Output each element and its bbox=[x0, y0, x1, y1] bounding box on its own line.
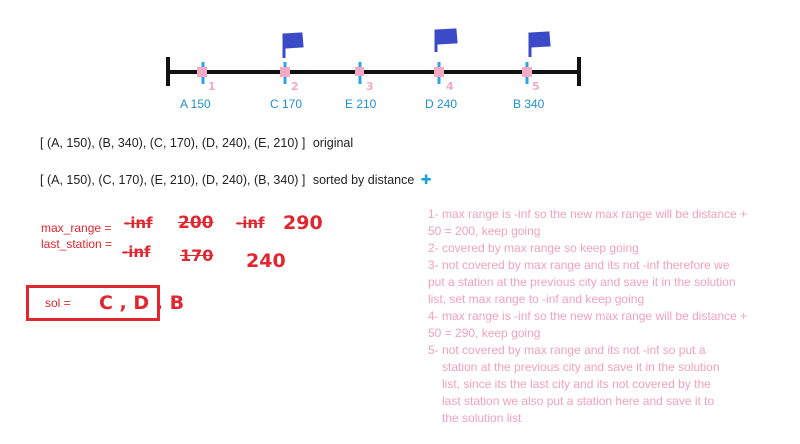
step-line: 3- not covered by max range and its not … bbox=[428, 258, 730, 272]
number-line: 1 2 3 4 5 bbox=[166, 28, 581, 93]
city-label-a: A 150 bbox=[180, 97, 211, 111]
city-label-e: E 210 bbox=[345, 97, 377, 111]
last-station-label: last_station = bbox=[41, 237, 113, 251]
city-point-d bbox=[434, 67, 444, 77]
tick-number-2: 2 bbox=[291, 80, 299, 93]
flag-icon bbox=[282, 32, 304, 58]
tick-number-5: 5 bbox=[532, 80, 540, 93]
tick-number-3: 3 bbox=[366, 80, 374, 93]
city-label-c: C 170 bbox=[270, 97, 303, 111]
step-line: 4- max range is -inf so the new max rang… bbox=[428, 309, 748, 323]
city-label-d: D 240 bbox=[425, 97, 458, 111]
tick-number-1: 1 bbox=[208, 80, 216, 93]
max-range-value-3: -inf bbox=[236, 214, 265, 232]
solution-label: sol = bbox=[45, 296, 71, 310]
step-line: put a station at the previous city and s… bbox=[428, 275, 736, 289]
max-range-label: max_range = bbox=[41, 221, 112, 235]
step-line: list, since its the last city and its no… bbox=[442, 377, 711, 391]
original-list-text: [ (A, 150), (B, 340), (C, 170), (D, 240)… bbox=[40, 136, 306, 150]
step-line: 2- covered by max range so keep going bbox=[428, 241, 639, 255]
max-range-value-2: 200 bbox=[178, 213, 214, 233]
step-line: 5- not covered by max range and its not … bbox=[428, 343, 706, 357]
step-line: 50 = 200, keep going bbox=[428, 224, 541, 238]
step-line: the solution list bbox=[442, 411, 522, 425]
solution-box: sol = C , D , B bbox=[26, 285, 184, 321]
city-point-a bbox=[197, 67, 207, 77]
max-range-value-1: -inf bbox=[124, 214, 153, 232]
original-list: [ (A, 150), (B, 340), (C, 170), (D, 240)… bbox=[40, 136, 353, 150]
explanation-steps: 1- max range is -inf so the new max rang… bbox=[428, 206, 788, 427]
city-point-c bbox=[280, 67, 290, 77]
sorted-list-text: [ (A, 150), (C, 170), (E, 210), (D, 240)… bbox=[40, 173, 306, 187]
last-station-value-2: 170 bbox=[180, 246, 214, 265]
tick-number-4: 4 bbox=[446, 80, 454, 93]
step-line: last station we also put a station here … bbox=[442, 394, 715, 408]
last-station-value-1: -inf bbox=[122, 243, 151, 261]
city-label-b: B 340 bbox=[513, 97, 545, 111]
step-line: 50 = 290, keep going bbox=[428, 326, 541, 340]
city-point-e bbox=[355, 67, 364, 76]
step-line: list, set max range to -inf and keep goi… bbox=[428, 292, 645, 306]
sorted-list-note: sorted by distance bbox=[312, 173, 415, 187]
step-line: 1- max range is -inf so the new max rang… bbox=[428, 207, 748, 221]
sorted-list: [ (A, 150), (C, 170), (E, 210), (D, 240)… bbox=[40, 172, 432, 188]
flag-icon bbox=[528, 31, 551, 57]
city-point-b bbox=[522, 67, 532, 77]
max-range-value-4: 290 bbox=[283, 212, 323, 234]
last-station-value-3: 240 bbox=[246, 250, 286, 272]
flag-icon bbox=[434, 28, 458, 52]
solution-value: C , D , B bbox=[99, 292, 185, 314]
plus-icon: ✚ bbox=[420, 172, 432, 187]
step-line: station at the previous city and save it… bbox=[442, 360, 720, 374]
city-points bbox=[197, 67, 532, 77]
original-list-note: original bbox=[312, 136, 354, 150]
